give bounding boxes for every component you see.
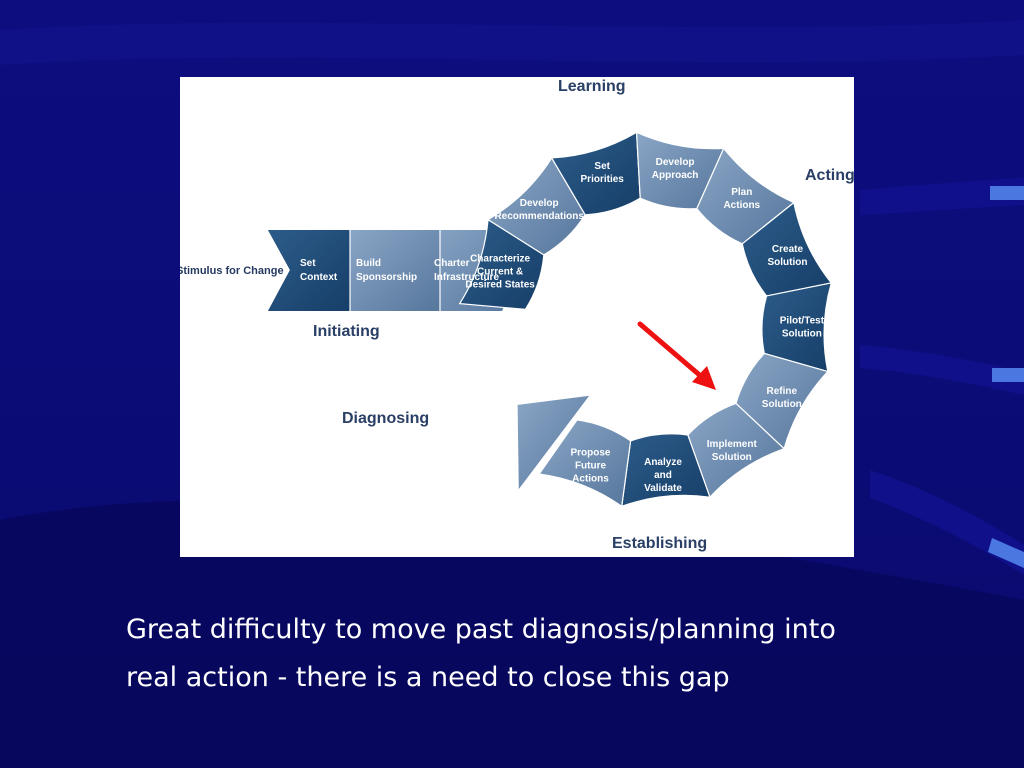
- initiating-step-bg-2: [350, 230, 440, 311]
- slide-caption: Great difficulty to move past diagnosis/…: [126, 606, 1006, 702]
- stimulus-for-change-label: Stimulus for Change: [180, 265, 284, 277]
- initiating-step-bg-1: [268, 230, 350, 311]
- caption-line-2: real action - there is a need to close t…: [126, 662, 730, 693]
- phase-label-establishing: Establishing: [612, 535, 707, 552]
- slide-accent-bar-3: [988, 538, 1024, 568]
- phase-label-diagnosing: Diagnosing: [342, 410, 429, 427]
- phase-label-acting: Acting: [805, 167, 854, 184]
- slide-accent-bar-1: [990, 186, 1024, 200]
- learning-arrowhead-icon: [516, 394, 592, 493]
- gap-pointer-arrow-icon: [637, 321, 716, 390]
- slide-accent-bar-2: [992, 368, 1024, 382]
- phase-label-initiating: Initiating: [313, 323, 380, 340]
- cycle-segment: [538, 419, 632, 508]
- phase-label-learning: Learning: [558, 78, 626, 95]
- caption-line-1: Great difficulty to move past diagnosis/…: [126, 614, 836, 645]
- change-cycle-ring: [458, 131, 833, 508]
